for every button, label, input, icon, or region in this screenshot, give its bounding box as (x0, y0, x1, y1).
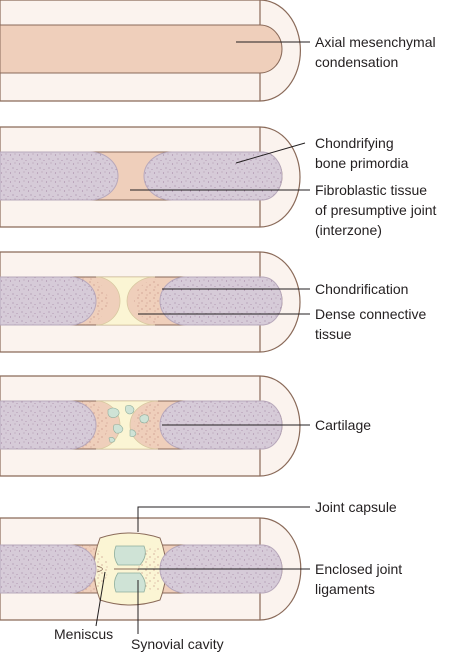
label-line: bone primordia (315, 155, 409, 171)
cavitation-spots (107, 405, 149, 443)
label-chondrifying-bone-primordia: Chondrifying bone primordia (315, 133, 408, 173)
stage-1-mesenchymal-condensation (0, 0, 301, 102)
label-line: Cartilage (315, 417, 372, 433)
label-synovial-cavity: Synovial cavity (131, 634, 224, 654)
leader-lines (95, 41, 310, 634)
stage-2-chondrifying-primordia (0, 126, 301, 228)
label-cartilage: Cartilage (315, 415, 371, 435)
leader-chondrifying (235, 142, 306, 164)
meniscus-shape (96, 565, 103, 573)
label-line: Enclosed joint (315, 561, 403, 577)
leader-capsule (137, 506, 310, 532)
label-line: ligaments (315, 581, 375, 597)
leader-meniscus (95, 571, 106, 627)
stage-2-right-primordium (143, 151, 283, 201)
label-meniscus: Meniscus (54, 624, 113, 644)
label-line: condensation (315, 54, 399, 70)
label-line: Joint capsule (315, 499, 397, 515)
label-line: Dense connective (315, 306, 427, 322)
dense-connective-tissue-zone (95, 276, 156, 326)
label-line: (interzone) (315, 222, 382, 238)
stage-4-right-cartilage-cap (134, 403, 160, 447)
label-dense-connective-tissue: Dense connective tissue (315, 304, 426, 344)
label-chondrification: Chondrification (315, 279, 408, 299)
stage-5-left-bone (0, 544, 97, 594)
stage-4-left-bone (0, 400, 97, 450)
stage-2-left-primordium (0, 151, 119, 201)
stage-3-right-chondrification-cap (134, 279, 160, 323)
label-joint-capsule: Joint capsule (315, 497, 397, 517)
label-line: Fibroblastic tissue (315, 182, 428, 198)
stage-3-left-bone (0, 276, 97, 326)
stage-3-chondrification (0, 251, 301, 353)
label-line: Axial mesenchymal (315, 34, 436, 50)
stage-3-right-bone (159, 276, 283, 326)
label-fibroblastic-tissue: Fibroblastic tissue of presumptive joint… (315, 180, 436, 240)
axial-condensation-shape (0, 24, 283, 74)
synovial-space-upper (114, 545, 146, 566)
label-axial-mesenchymal-condensation: Axial mesenchymal condensation (315, 32, 436, 72)
label-line: of presumptive joint (315, 202, 437, 218)
label-line: Synovial cavity (131, 636, 224, 652)
stage-4-cartilage (0, 375, 301, 477)
label-enclosed-joint-ligaments: Enclosed joint ligaments (315, 559, 402, 599)
label-line: tissue (315, 326, 352, 342)
label-line: Chondrifying (315, 135, 394, 151)
label-line: Chondrification (315, 281, 409, 297)
synovial-space-lower (114, 572, 146, 593)
label-line: Meniscus (54, 626, 114, 642)
